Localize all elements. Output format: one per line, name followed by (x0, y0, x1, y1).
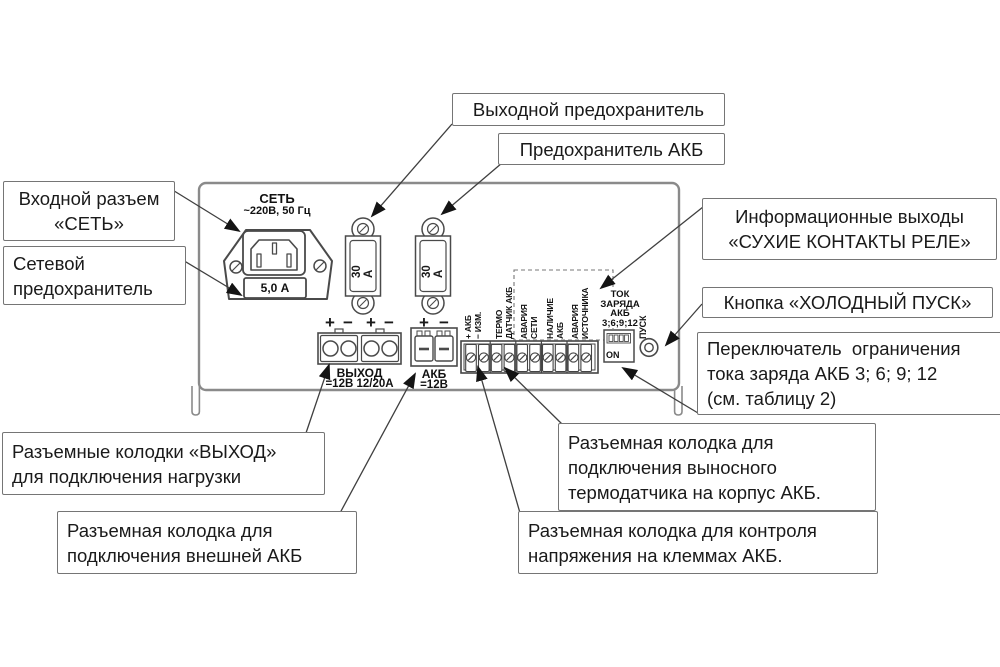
start-button-label: ПУСК (638, 315, 648, 339)
callout-thermo-block: Разъемная колодка для подключения выносн… (558, 423, 876, 511)
strip-label-battery-measure: + АКБ− ИЗМ. (463, 311, 483, 339)
battery-block-rating: =12В (420, 379, 448, 391)
battery-block-label: АКБ (421, 367, 447, 381)
fuse-holder-battery (414, 217, 452, 315)
output-polarity-plus1: + (325, 313, 335, 332)
callout-mains-fuse: Сетевой предохранитель (3, 246, 186, 305)
output-polarity-plus2: + (366, 313, 376, 332)
mains-fuse-rating: 5,0 А (260, 281, 290, 295)
dip-on-label: ON (606, 350, 620, 360)
mains-inlet (223, 229, 333, 300)
battery-terminal-block (410, 327, 458, 367)
callout-battery-fuse: Предохранитель АКБ (498, 133, 725, 165)
start-button (639, 337, 659, 358)
callout-cold-start: Кнопка «ХОЛОДНЫЙ ПУСК» (702, 287, 993, 318)
fuse-holder-output (344, 217, 382, 315)
callout-lines (165, 123, 704, 514)
dip-switch-label: ТОК ЗАРЯДА АКБ 3;6;9;12 (596, 290, 644, 328)
callout-info-outputs: Информационные выходы «СУХИЕ КОНТАКТЫ РЕ… (702, 198, 997, 260)
output-fuse-rating: 30 А (351, 265, 375, 278)
callout-output-fuse: Выходной предохранитель (452, 93, 725, 126)
battery-fuse-rating: 30 А (421, 265, 445, 278)
callout-output-blocks: Разъемные колодки «ВЫХОД» для подключени… (2, 432, 325, 495)
mains-fuse-drawer (243, 277, 307, 299)
callout-charge-switch: Переключатель ограничения тока заряда АК… (697, 332, 1000, 415)
signal-terminal-strip (460, 340, 599, 374)
output-terminal-block (317, 328, 402, 365)
mains-title: СЕТЬ (259, 191, 295, 206)
battery-polarity-minus: − (439, 313, 449, 332)
chassis-leg-left (191, 386, 201, 416)
callout-voltage-block: Разъемная колодка для контроля напряжени… (518, 511, 878, 574)
output-block-rating: =12В 12/20А (325, 378, 394, 390)
output-polarity-minus2: − (384, 313, 394, 332)
callout-battery-block: Разъемная колодка для подключения внешне… (57, 511, 357, 574)
output-block-label: ВЫХОД (336, 366, 383, 380)
battery-polarity-plus: + (419, 313, 429, 332)
mains-spec: ~220В, 50 Гц (243, 205, 311, 217)
callout-mains-input: Входной разъем «СЕТЬ» (3, 181, 175, 241)
dip-switch (603, 329, 635, 363)
output-polarity-minus1: − (343, 313, 353, 332)
